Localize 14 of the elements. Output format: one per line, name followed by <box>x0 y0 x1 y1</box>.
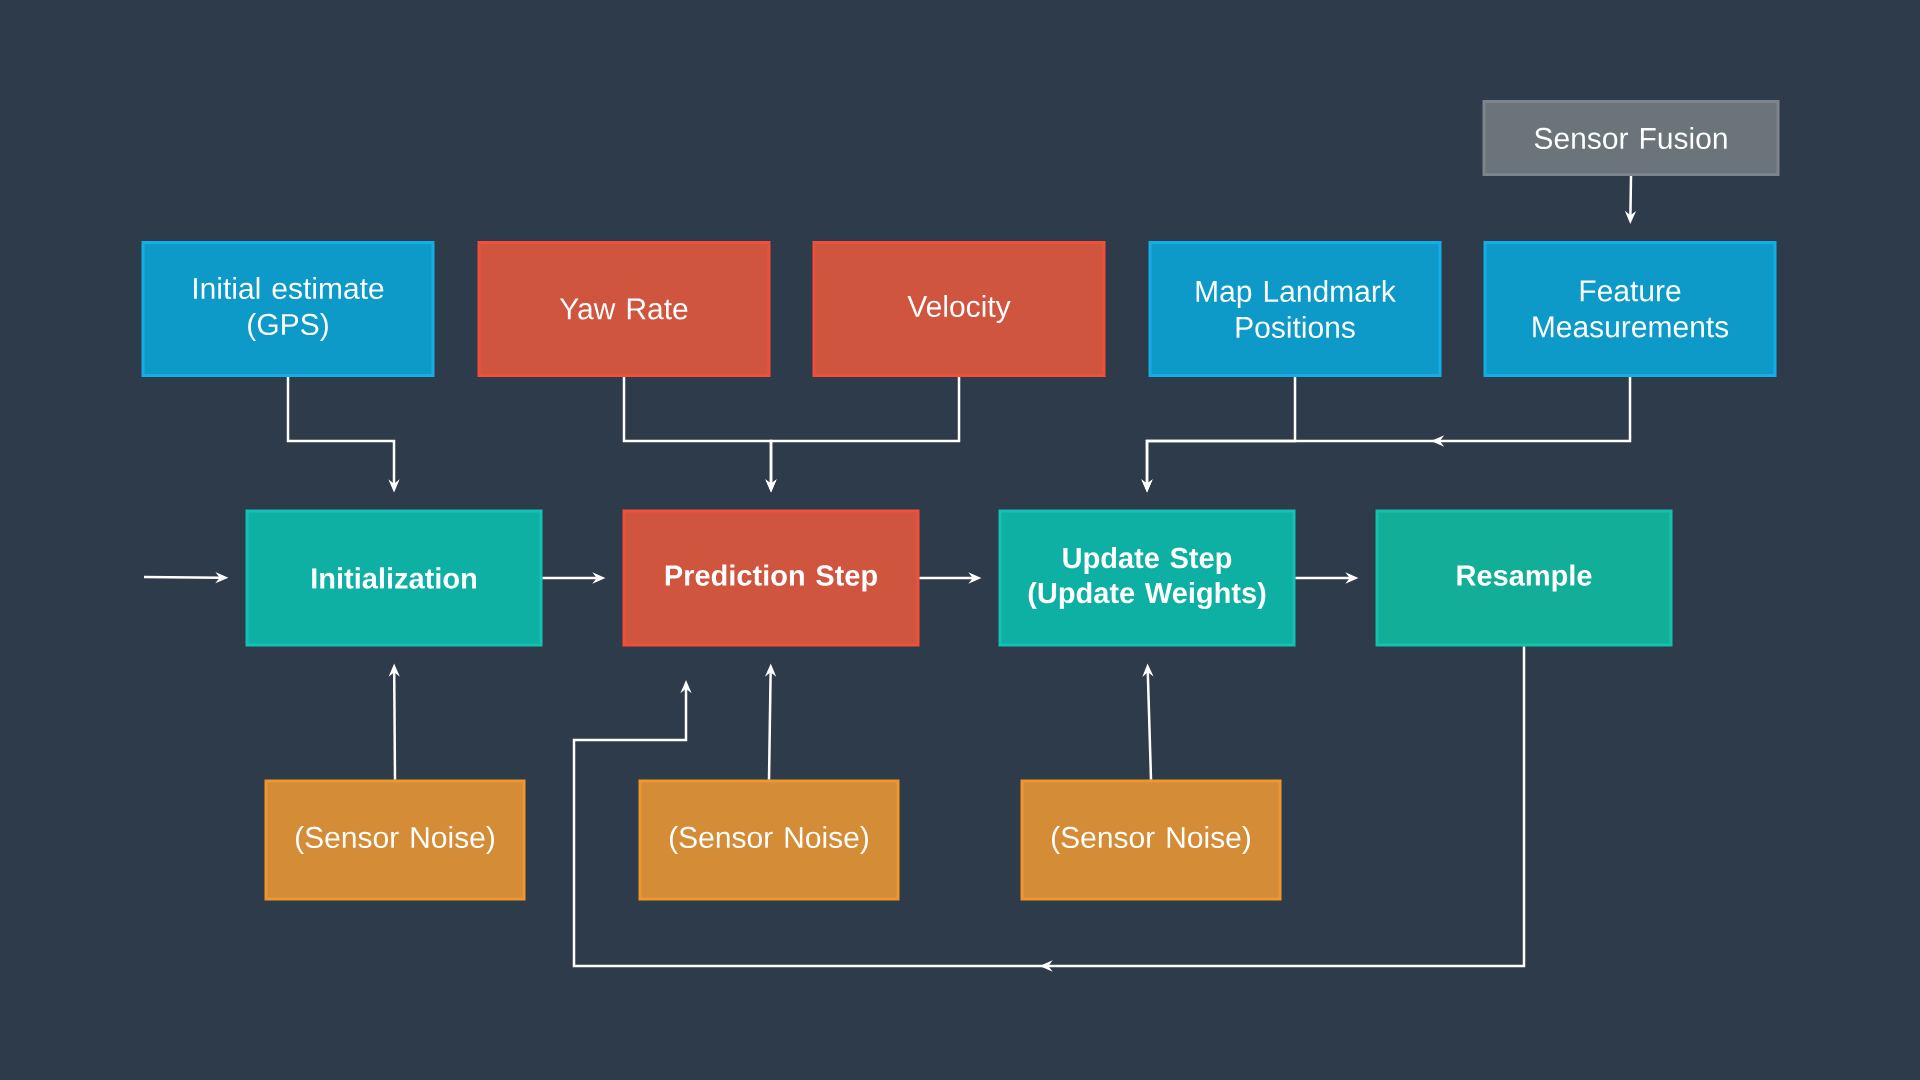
motion-box: Prediction Step <box>622 509 920 647</box>
input-box: Initial estimate (GPS) <box>141 241 435 377</box>
process-box: Resample <box>1375 509 1673 647</box>
process-box: Initialization <box>245 509 543 647</box>
arrow <box>572 646 1526 972</box>
motion-box: Yaw Rate <box>477 241 771 377</box>
input-box: Feature Measurements <box>1483 241 1777 377</box>
noise-box: (Sensor Noise) <box>1020 779 1282 901</box>
noise-box: (Sensor Noise) <box>264 779 526 901</box>
process-box: Update Step (Update Weights) <box>998 509 1296 647</box>
motion-box: Velocity <box>812 241 1106 377</box>
input-box: Map Landmark Positions <box>1148 241 1442 377</box>
noise-box: (Sensor Noise) <box>638 779 900 901</box>
source-box: Sensor Fusion <box>1482 100 1780 176</box>
